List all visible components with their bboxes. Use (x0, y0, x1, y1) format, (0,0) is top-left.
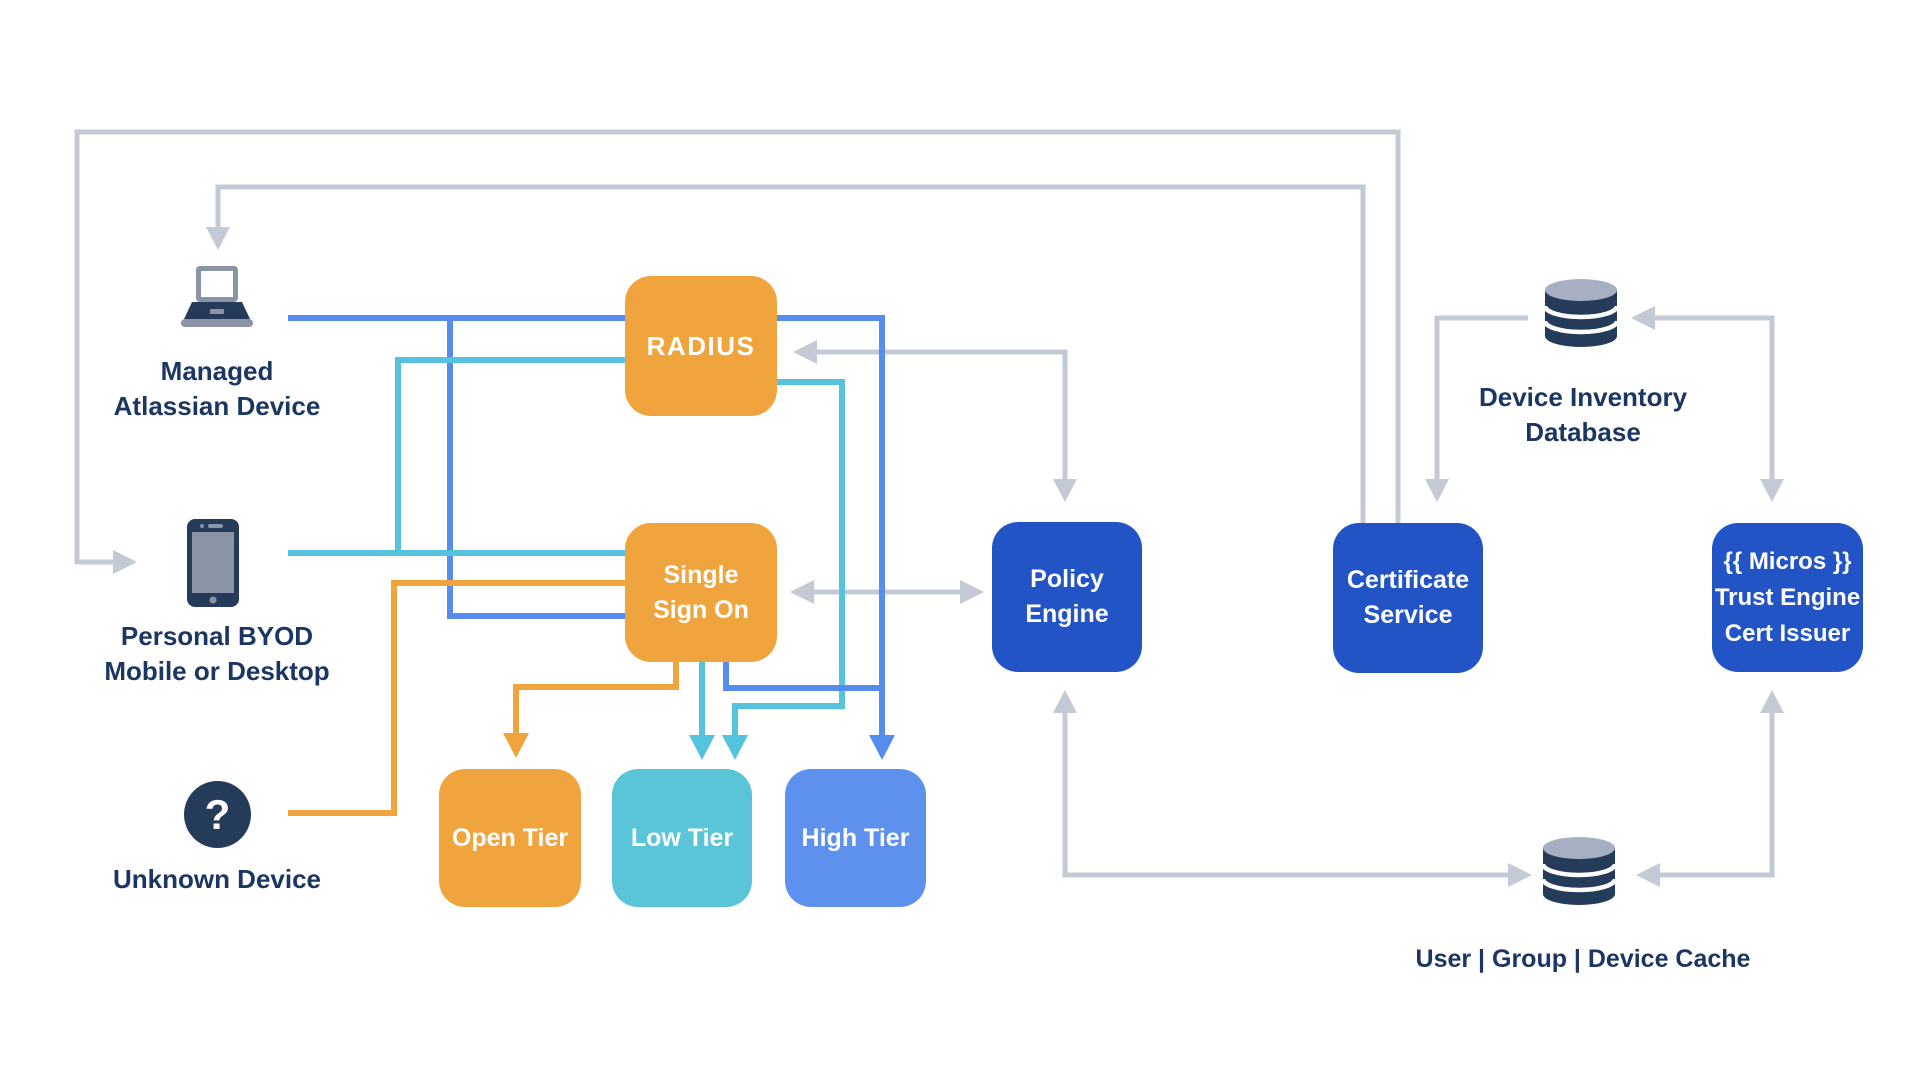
database-icon-inventory (1542, 278, 1620, 355)
arrowhead-into-cache-right (1636, 863, 1660, 887)
question-mark-glyph: ? (204, 790, 231, 838)
personal-byod-label-line2: Mobile or Desktop (104, 656, 330, 686)
edge-radius-to-hightier (777, 315, 885, 735)
edge-radius-to-lowtier (732, 379, 845, 735)
device-inventory-db-label-line2: Database (1525, 417, 1641, 447)
arrowhead-into-lowtier-2 (722, 735, 748, 760)
edge-cache-trustengine (1660, 713, 1775, 878)
arrowhead-into-certservice (1425, 479, 1449, 502)
arrowhead-into-trustengine-bottom (1760, 690, 1784, 713)
arrowhead-into-cache-left (1508, 863, 1532, 887)
arrowhead-into-lowtier-1 (689, 735, 715, 760)
arrowhead-into-hightier (869, 735, 895, 760)
device-inventory-db-label-line1: Device Inventory (1478, 382, 1688, 412)
unknown-device-label: Unknown Device (112, 864, 322, 894)
edge-unknown-to-sso (288, 580, 625, 816)
policy-engine-label-line2: Engine (1025, 600, 1109, 628)
low-tier-label: Low Tier (630, 823, 734, 852)
personal-byod-label: Personal BYOD Mobile or Desktop (37, 619, 397, 689)
arrowhead-into-opentier (503, 733, 529, 758)
certificate-service-label-line2: Service (1363, 601, 1453, 629)
edge-radius-policyengine (817, 349, 1068, 479)
question-mark-icon: ? (184, 781, 251, 848)
node-certificate-service: Certificate Service (1333, 523, 1483, 673)
certificate-service-label-line1: Certificate (1346, 566, 1470, 594)
sso-label-line2: Sign On (653, 595, 749, 624)
edge-inventorydb-to-certservice (1434, 315, 1528, 479)
edge-laptop-to-sso (447, 321, 625, 619)
open-tier-label: Open Tier (451, 823, 569, 852)
arrowhead-into-manageddevice (206, 227, 230, 250)
managed-device-label-line2: Atlassian Device (113, 391, 321, 421)
arrowhead-into-trustengine-top (1760, 479, 1784, 502)
node-trust-engine-cert-issuer: {{ Micros }} Trust Engine Cert Issuer (1712, 523, 1863, 672)
node-open-tier: Open Tier (439, 769, 581, 907)
managed-device-label: Managed Atlassian Device (37, 354, 397, 424)
edge-certservice-to-manageddevice (215, 184, 1366, 523)
mobile-phone-icon (187, 519, 239, 612)
user-cache-label: User | Group | Device Cache (1415, 945, 1751, 973)
edge-policyengine-cache (1062, 713, 1508, 878)
edge-sso-to-hightier (723, 662, 882, 691)
arrowhead-into-inventorydb (1631, 306, 1655, 330)
personal-byod-label-line1: Personal BYOD (120, 621, 314, 651)
database-icon-cache (1540, 836, 1618, 913)
trust-engine-label-line2: Trust Engine (1714, 583, 1861, 611)
laptop-icon (179, 266, 255, 337)
trust-engine-label-line1: {{ Micros }} (1723, 547, 1852, 575)
node-radius: RADIUS (625, 276, 777, 416)
arrowhead-into-policyengine-left (960, 580, 984, 604)
arrowhead-into-radius (793, 340, 817, 364)
radius-label: RADIUS (646, 330, 756, 361)
edge-certservice-to-byod (74, 129, 1401, 565)
node-high-tier: High Tier (785, 769, 926, 907)
arrowhead-into-byod (113, 550, 137, 574)
node-low-tier: Low Tier (612, 769, 752, 907)
high-tier-label: High Tier (801, 823, 910, 852)
device-inventory-db-label: Device Inventory Database (1433, 380, 1733, 450)
managed-device-label-line1: Managed (160, 356, 274, 386)
node-single-sign-on: Single Sign On (625, 523, 777, 662)
edge-byod-to-radius (395, 357, 625, 556)
edge-inventorydb-trustengine (1655, 315, 1775, 479)
arrowhead-into-policyengine-top (1053, 479, 1077, 502)
sso-label-line1: Single (663, 560, 739, 589)
policy-engine-label-line1: Policy (1030, 565, 1104, 593)
arrowhead-into-sso-right (790, 580, 814, 604)
trust-engine-label-line3: Cert Issuer (1724, 619, 1851, 647)
arrowhead-into-policyengine-bottom (1053, 690, 1077, 713)
node-policy-engine: Policy Engine (992, 522, 1142, 672)
edge-sso-to-opentier (513, 662, 679, 733)
